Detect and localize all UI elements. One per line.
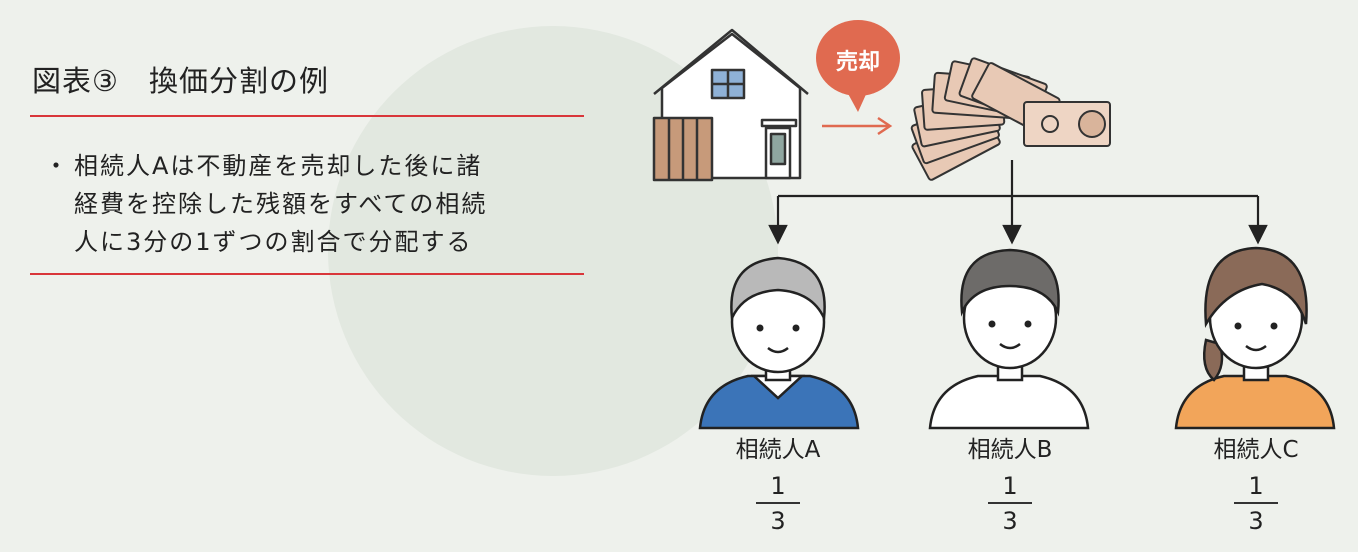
heir-c-denominator: 3 (1248, 507, 1264, 535)
heir-c-name: 相続人C (1213, 437, 1299, 463)
heir-a-denominator: 3 (770, 507, 786, 535)
person-icon (1174, 246, 1336, 430)
heir-b-denominator: 3 (1002, 507, 1018, 535)
bottom-divider (30, 273, 584, 275)
heir-b: 相続人B 1 3 (930, 436, 1090, 535)
person-icon (928, 248, 1090, 430)
sale-label: 売却 (835, 50, 880, 75)
fraction-bar (988, 502, 1032, 504)
fraction-bar (1234, 502, 1278, 504)
heir-a-share: 1 3 (756, 472, 800, 535)
heir-b-clothing (928, 374, 1090, 430)
heir-a-clothing (698, 374, 860, 430)
distribution-arrows (768, 160, 1268, 245)
heir-b-share: 1 3 (988, 472, 1032, 535)
money-bills-icon (910, 57, 1111, 181)
heir-b-name: 相続人B (967, 437, 1053, 463)
bullet-text: 相続人Aは不動産を売却した後に諸 経費を控除した残額をすべての相続 人に3分の1… (74, 147, 594, 261)
heir-b-numerator: 1 (1002, 472, 1018, 500)
figure-title: 図表③ 換価分割の例 (32, 64, 329, 98)
heir-a-name: 相続人A (735, 437, 821, 463)
arrow-right-icon (822, 116, 893, 136)
fraction-bar (756, 502, 800, 504)
bullet-line-2: 経費を控除した残額をすべての相続 (74, 190, 488, 218)
heir-a-numerator: 1 (770, 472, 786, 500)
heir-c: 相続人C 1 3 (1176, 436, 1336, 535)
bullet-line-3: 人に3分の1ずつの割合で分配する (74, 228, 473, 256)
heir-c-numerator: 1 (1248, 472, 1264, 500)
heir-c-share: 1 3 (1234, 472, 1278, 535)
sale-bubble (816, 20, 900, 112)
bullet-line-1: 相続人Aは不動産を売却した後に諸 (74, 152, 483, 180)
top-divider (30, 115, 584, 117)
person-icon (698, 256, 860, 430)
heir-c-clothing (1174, 374, 1336, 430)
heir-a: 相続人A 1 3 (698, 436, 858, 535)
house-icon (652, 28, 809, 182)
bullet-marker: ・ (44, 152, 68, 180)
